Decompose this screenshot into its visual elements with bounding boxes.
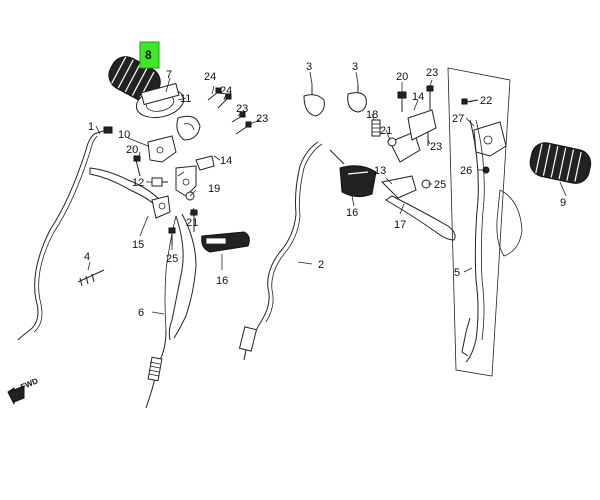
callout-4[interactable]: 4 (84, 251, 90, 263)
callout-23b[interactable]: 23 (256, 113, 268, 125)
cable-bundle-part-5[interactable] (447, 67, 523, 377)
callout-14a[interactable]: 14 (220, 155, 232, 167)
callout-17[interactable]: 17 (394, 219, 406, 231)
callout-23a[interactable]: 23 (236, 103, 248, 115)
callout-23c[interactable]: 23 (426, 67, 438, 79)
arrow-left-icon (7, 385, 25, 405)
cable-holder-part-3-left[interactable] (303, 84, 325, 117)
callout-3b[interactable]: 3 (352, 61, 358, 73)
callout-6[interactable]: 6 (138, 307, 144, 319)
callout-25a[interactable]: 25 (166, 253, 178, 265)
callout-2[interactable]: 2 (318, 259, 324, 271)
callout-18[interactable]: 18 (366, 109, 378, 121)
brake-lever-part-17[interactable] (380, 175, 456, 241)
clutch-cable-part-1[interactable] (17, 126, 113, 341)
callout-10[interactable]: 10 (118, 129, 130, 141)
throttle-cable-part-6[interactable] (145, 213, 197, 409)
bracket-part-14-right[interactable] (407, 109, 437, 141)
callout-26[interactable]: 26 (460, 165, 472, 177)
adjuster-part-12[interactable] (151, 177, 168, 187)
callout-27[interactable]: 27 (452, 113, 464, 125)
switch-part-16-left[interactable] (201, 231, 250, 253)
housing-lower-part-10[interactable] (147, 135, 177, 163)
callout-3a[interactable]: 3 (306, 61, 312, 73)
callout-23d[interactable]: 23 (430, 141, 442, 153)
clutch-lever-part-15[interactable] (89, 167, 171, 219)
callout-9[interactable]: 9 (560, 197, 566, 209)
leader-lines (87, 71, 567, 315)
bolt-part-18[interactable] (371, 119, 381, 137)
callout-25b[interactable]: 25 (434, 179, 446, 191)
callout-19[interactable]: 19 (208, 183, 220, 195)
bracket-part-14[interactable] (195, 155, 215, 171)
callout-15[interactable]: 15 (132, 239, 144, 251)
callout-5[interactable]: 5 (454, 267, 460, 279)
callout-labels: 8 1 7 11 24 24 23 23 10 20 14 12 19 21 1… (84, 41, 566, 319)
bolt-part-4[interactable] (77, 269, 105, 287)
highlight-box-part-8[interactable] (139, 41, 160, 69)
switch-housing-part-27[interactable] (473, 121, 507, 157)
spring-part-21-right[interactable] (387, 137, 397, 147)
bolt-part-20-right[interactable] (397, 91, 407, 112)
callout-13[interactable]: 13 (374, 165, 386, 177)
throttle-grip-assembly (108, 56, 252, 232)
callout-16b[interactable]: 16 (346, 207, 358, 219)
callout-14b[interactable]: 14 (412, 91, 424, 103)
grip-part-9[interactable] (528, 140, 594, 186)
callout-21a[interactable]: 21 (186, 217, 198, 229)
screw-part-23-right-a[interactable] (426, 85, 434, 110)
callout-24b[interactable]: 24 (220, 85, 232, 97)
cable-holder-part-3-right[interactable] (347, 84, 367, 113)
callout-21b[interactable]: 21 (380, 125, 392, 137)
callout-7[interactable]: 7 (166, 69, 172, 81)
callout-8[interactable]: 8 (145, 48, 152, 62)
fwd-label: FWD (19, 376, 40, 392)
fwd-direction-marker: FWD (7, 376, 40, 405)
callout-11[interactable]: 11 (180, 93, 191, 105)
callout-20a[interactable]: 20 (126, 144, 138, 156)
callout-16a[interactable]: 16 (216, 275, 228, 287)
callout-20b[interactable]: 20 (396, 71, 408, 83)
callout-1[interactable]: 1 (88, 121, 94, 133)
throttle-pipe-part-7[interactable] (134, 82, 187, 122)
switch-part-16-right[interactable] (329, 149, 377, 198)
switch-housing-part-11[interactable] (176, 115, 201, 141)
callout-24a[interactable]: 24 (204, 71, 216, 83)
bolt-part-20[interactable] (133, 155, 141, 177)
callout-12[interactable]: 12 (132, 177, 144, 189)
lever-bracket-part-13-left[interactable] (175, 165, 197, 197)
choke-cable-part-2[interactable] (238, 141, 323, 361)
callout-22[interactable]: 22 (480, 95, 492, 107)
